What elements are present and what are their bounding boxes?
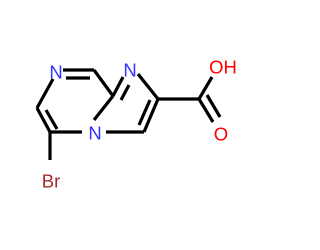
- bond-c6-c5-inner: [44, 109, 59, 130]
- atom-label-n4: N: [88, 123, 101, 144]
- bond-cooh-o: [197, 98, 215, 123]
- bond-c2-c3: [142, 98, 160, 133]
- bond-c6-c5: [35, 107, 52, 133]
- atom-label-n7: N: [49, 62, 62, 83]
- imidazopyrazine-carboxylic-acid-structure: N N N Br OH O: [35, 57, 237, 192]
- bond-cooh-o-inner: [205, 94, 222, 118]
- atom-label-o: O: [214, 124, 228, 145]
- atom-labels: N N N Br OH O: [42, 57, 237, 192]
- bond-n1-c2: [136, 73, 160, 100]
- bond-c8a-n1-inner: [119, 84, 131, 101]
- atom-label-oh: OH: [209, 57, 237, 78]
- bond-cooh-oh: [197, 76, 214, 100]
- pyrazine-ring-bonds: [35, 68, 115, 160]
- bond-c2-c3-inner: [137, 99, 152, 126]
- bond-c8a-n1: [111, 76, 125, 97]
- bond-n4-c8a: [92, 95, 115, 121]
- bond-n7-c6: [35, 78, 55, 109]
- bond-c8a-c8: [92, 69, 115, 97]
- atom-label-n1: N: [123, 60, 136, 81]
- atom-label-br: Br: [42, 171, 61, 192]
- imidazole-ring-bonds: [106, 73, 160, 134]
- carboxyl-bonds: [158, 76, 222, 123]
